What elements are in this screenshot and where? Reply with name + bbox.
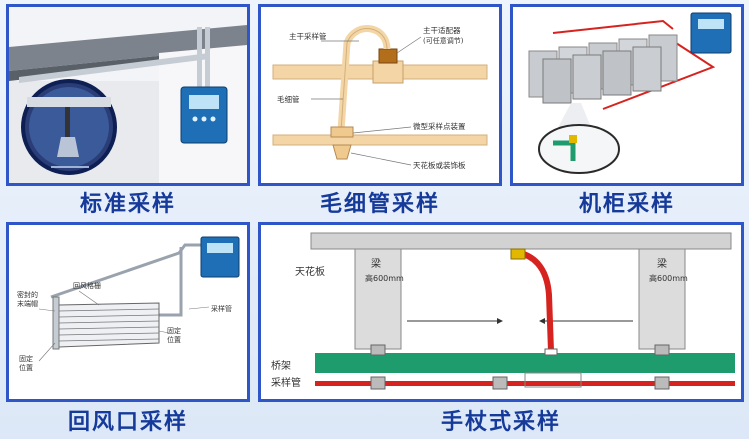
label-seal-line1: 密封的 <box>17 290 38 299</box>
label-beam-left-height: 高600mm <box>365 273 404 283</box>
cabinet-sampling-illustration <box>513 7 741 183</box>
return-air-grille <box>58 302 160 348</box>
label-beam-left: 梁 <box>371 257 381 270</box>
adapter-fitting <box>378 48 398 64</box>
ceiling-slab <box>9 25 247 71</box>
label-fixed-left-1: 固定 <box>19 354 33 363</box>
panel-standard-sampling <box>6 4 250 186</box>
label-sampling-pipe: 采样管 <box>271 376 301 389</box>
label-seal-line2: 末端帽 <box>17 299 38 308</box>
micro-sampling-point <box>332 144 352 160</box>
ceiling-slab <box>310 232 732 250</box>
wand-sampling-illustration: 天花板 梁 高600mm 梁 高600mm 桥架 采样管 <box>261 225 741 399</box>
caption-cabinet-sampling: 机柜采样 <box>578 192 675 217</box>
red-sampling-pipe <box>552 19 674 34</box>
beam-left <box>354 248 402 350</box>
caption-capillary-sampling: 毛细管采样 <box>319 192 440 217</box>
standard-sampling-illustration <box>9 7 247 183</box>
panel-cabinet-sampling <box>510 4 744 186</box>
sampling-pipe <box>19 53 209 83</box>
label-tray: 桥架 <box>271 360 291 372</box>
panel-return-air-sampling: 回风格栅 密封的 末端帽 固定 位置 固定 位置 采样管 <box>6 222 250 402</box>
label-micro-point: 微型采样点装置 <box>413 121 466 131</box>
cable-tray <box>315 353 735 373</box>
caption-wand-sampling: 手杖式采样 <box>440 410 561 435</box>
zoom-callout <box>538 124 620 174</box>
server-cabinets <box>528 34 678 104</box>
label-fixed-right-2: 位置 <box>167 335 181 344</box>
label-main-pipe: 主干采样管 <box>289 31 327 41</box>
caption-standard-sampling: 标准采样 <box>79 192 176 217</box>
beam-right <box>638 248 686 350</box>
caption-return-air-sampling: 回风口采样 <box>67 410 188 435</box>
label-beam-right-height: 高600mm <box>649 273 688 283</box>
label-ceiling: 天花板 <box>295 265 325 278</box>
capillary-sampling-illustration: 主干采样管 主干适配器 (可任意调节) 毛细管 微型采样点装置 天花板或装饰板 <box>261 7 499 183</box>
label-adapter-note: (可任意调节) <box>423 36 464 45</box>
label-fixed-left-2: 位置 <box>19 363 33 372</box>
label-sampling-pipe: 采样管 <box>211 304 232 313</box>
label-grille: 回风格栅 <box>73 281 101 290</box>
label-ceiling: 天花板或装饰板 <box>413 160 466 170</box>
label-fixed-right-1: 固定 <box>167 326 181 335</box>
panel-capillary-sampling: 主干采样管 主干适配器 (可任意调节) 毛细管 微型采样点装置 天花板或装饰板 <box>258 4 502 186</box>
label-beam-right: 梁 <box>657 257 667 270</box>
ceiling-board <box>272 134 488 146</box>
return-air-sampling-illustration: 回风格栅 密封的 末端帽 固定 位置 固定 位置 采样管 <box>9 225 247 399</box>
label-capillary: 毛细管 <box>277 94 300 104</box>
label-adapter: 主干适配器 <box>423 25 461 35</box>
panel-wand-sampling: 天花板 梁 高600mm 梁 高600mm 桥架 采样管 <box>258 222 744 402</box>
